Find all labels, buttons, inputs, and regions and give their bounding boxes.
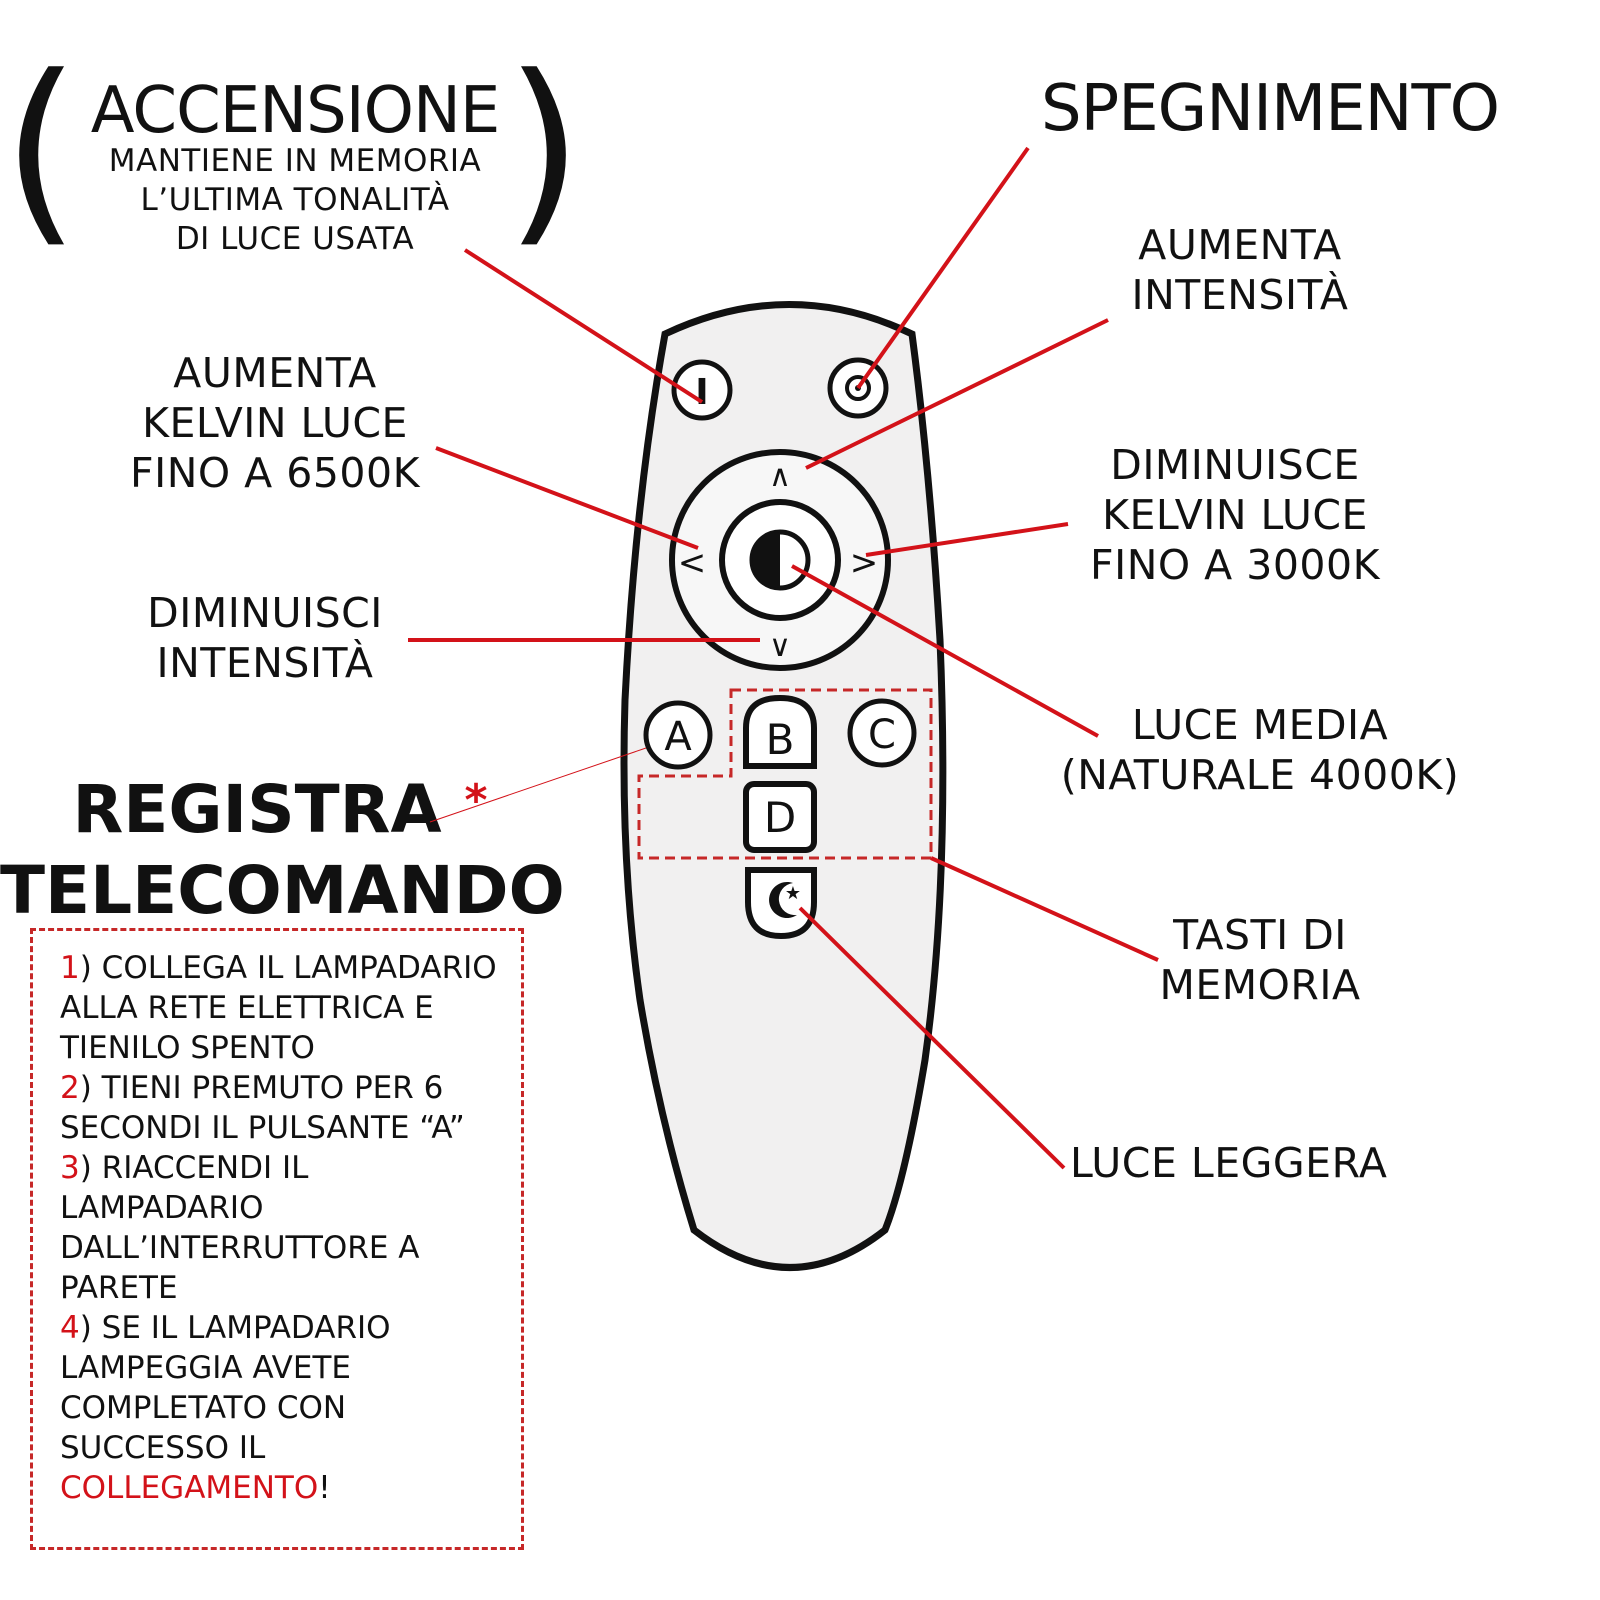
- leader-luce-media: [791, 564, 1099, 738]
- label-line: DIMINUISCE: [1110, 441, 1360, 489]
- label-line: FINO A 3000K: [1090, 541, 1380, 590]
- label-luce-media: LUCE MEDIA (NATURALE 4000K): [1020, 700, 1500, 800]
- target-icon: [845, 375, 871, 401]
- registra-word: REGISTRA: [72, 771, 442, 848]
- asterisk-icon: *: [464, 775, 488, 826]
- memory-d-button[interactable]: D: [743, 781, 817, 853]
- label-diminuisci-intensita: DIMINUISCI INTENSITÀ: [100, 588, 430, 688]
- center-button[interactable]: [719, 499, 841, 621]
- accensione-subtitle: MANTIENE IN MEMORIA L’ULTIMA TONALITÀ DI…: [60, 142, 530, 258]
- registra-telecomando-title: REGISTRA * TELECOMANDO: [0, 770, 565, 931]
- step-item: 3) RIACCENDI IL LAMPADARIO DALL’INTERRUT…: [60, 1150, 419, 1306]
- leader-aumenta-kelvin: [435, 446, 699, 550]
- leader-tasti-memoria: [930, 856, 1159, 962]
- memory-keys-outline: [637, 688, 933, 860]
- right-parenthesis: ): [505, 33, 584, 266]
- steps-list: 1) COLLEGA IL LAMPADARIO ALLA RETE ELETT…: [60, 948, 520, 1508]
- label-line: MEMORIA: [1159, 961, 1361, 1010]
- dpad-right-button[interactable]: >: [850, 543, 879, 583]
- star-icon: ★: [785, 883, 801, 904]
- label-aumenta-intensita: AUMENTA INTENSITÀ: [1095, 220, 1385, 320]
- leader-accensione: [463, 248, 704, 404]
- left-parenthesis: (: [2, 33, 81, 266]
- half-circle-icon: [752, 532, 780, 588]
- label-line: INTENSITÀ: [1131, 271, 1349, 320]
- b-label: B: [766, 715, 795, 764]
- label-line: (NATURALE 4000K): [1060, 751, 1460, 800]
- leader-spegnimento: [856, 146, 1030, 390]
- label-line: AUMENTA: [1138, 221, 1342, 269]
- night-light-button[interactable]: ★: [745, 867, 817, 940]
- leader-lines: [408, 146, 1159, 1170]
- a-label: A: [664, 714, 692, 760]
- accensione-subtitle-line: DI LUCE USATA: [175, 220, 415, 257]
- label-diminuisce-kelvin: DIMINUISCE KELVIN LUCE FINO A 3000K: [1040, 440, 1430, 590]
- accensione-subtitle-line: MANTIENE IN MEMORIA: [108, 143, 482, 179]
- label-tasti-memoria: TASTI DI MEMORIA: [1110, 910, 1410, 1010]
- accensione-title: ACCENSIONE: [90, 74, 501, 148]
- memory-b-button[interactable]: B: [743, 694, 817, 769]
- label-line: KELVIN LUCE: [142, 399, 408, 448]
- step-end: !: [318, 1470, 331, 1506]
- step-number: 1: [60, 950, 80, 986]
- label-aumenta-kelvin: AUMENTA KELVIN LUCE FINO A 6500K: [60, 348, 490, 498]
- label-line: DIMINUISCI: [147, 589, 383, 637]
- step-text: ) COLLEGA IL LAMPADARIO ALLA RETE ELETTR…: [60, 950, 497, 1066]
- registra-line1: REGISTRA *: [0, 770, 560, 851]
- dpad-down-button[interactable]: ∨: [769, 629, 791, 664]
- label-line: FINO A 6500K: [130, 449, 420, 498]
- memory-a-button[interactable]: A: [643, 700, 713, 770]
- label-line: TASTI DI: [1173, 911, 1347, 959]
- steps-dashed-box: [30, 928, 524, 1550]
- label-line: LUCE MEDIA: [1131, 701, 1389, 749]
- label-line: INTENSITÀ: [156, 639, 374, 688]
- step-number: 4: [60, 1310, 80, 1346]
- step-item: 2) TIENI PREMUTO PER 6 SECONDI IL PULSAN…: [60, 1070, 465, 1146]
- dpad-up-button[interactable]: ∧: [769, 459, 791, 494]
- spegnimento-title: SPEGNIMENTO: [1041, 72, 1500, 146]
- registra-line2: TELECOMANDO: [0, 851, 565, 929]
- power-on-button[interactable]: I: [671, 359, 733, 421]
- step-highlight: COLLEGAMENTO: [60, 1470, 319, 1506]
- step-text: ) TIENI PREMUTO PER 6 SECONDI IL PULSANT…: [60, 1070, 465, 1146]
- c-label: C: [868, 712, 896, 758]
- power-on-label: I: [695, 372, 708, 413]
- label-luce-leggera: LUCE LEGGERA: [1070, 1139, 1388, 1187]
- moon-icon: [769, 881, 797, 918]
- dpad-left-button[interactable]: <: [678, 543, 707, 583]
- leader-registra: [429, 747, 647, 823]
- step-item: 4) SE IL LAMPADARIO LAMPEGGIA AVETE COMP…: [60, 1310, 391, 1506]
- accensione-subtitle-line: L’ULTIMA TONALITÀ: [140, 181, 450, 218]
- leader-aumenta-intensita: [805, 318, 1109, 470]
- memory-c-button[interactable]: C: [847, 698, 917, 768]
- step-item: 1) COLLEGA IL LAMPADARIO ALLA RETE ELETT…: [60, 950, 497, 1066]
- leader-luce-leggera: [798, 906, 1066, 1170]
- label-line: KELVIN LUCE: [1102, 491, 1368, 540]
- step-text: ) RIACCENDI IL LAMPADARIO DALL’INTERRUTT…: [60, 1150, 420, 1306]
- step-text: ) SE IL LAMPADARIO LAMPEGGIA AVETE COMPL…: [60, 1310, 391, 1466]
- step-number: 3: [60, 1150, 80, 1186]
- step-number: 2: [60, 1070, 80, 1106]
- leader-diminuisce-kelvin: [865, 522, 1069, 557]
- d-label: D: [764, 793, 796, 842]
- label-line: AUMENTA: [173, 349, 377, 397]
